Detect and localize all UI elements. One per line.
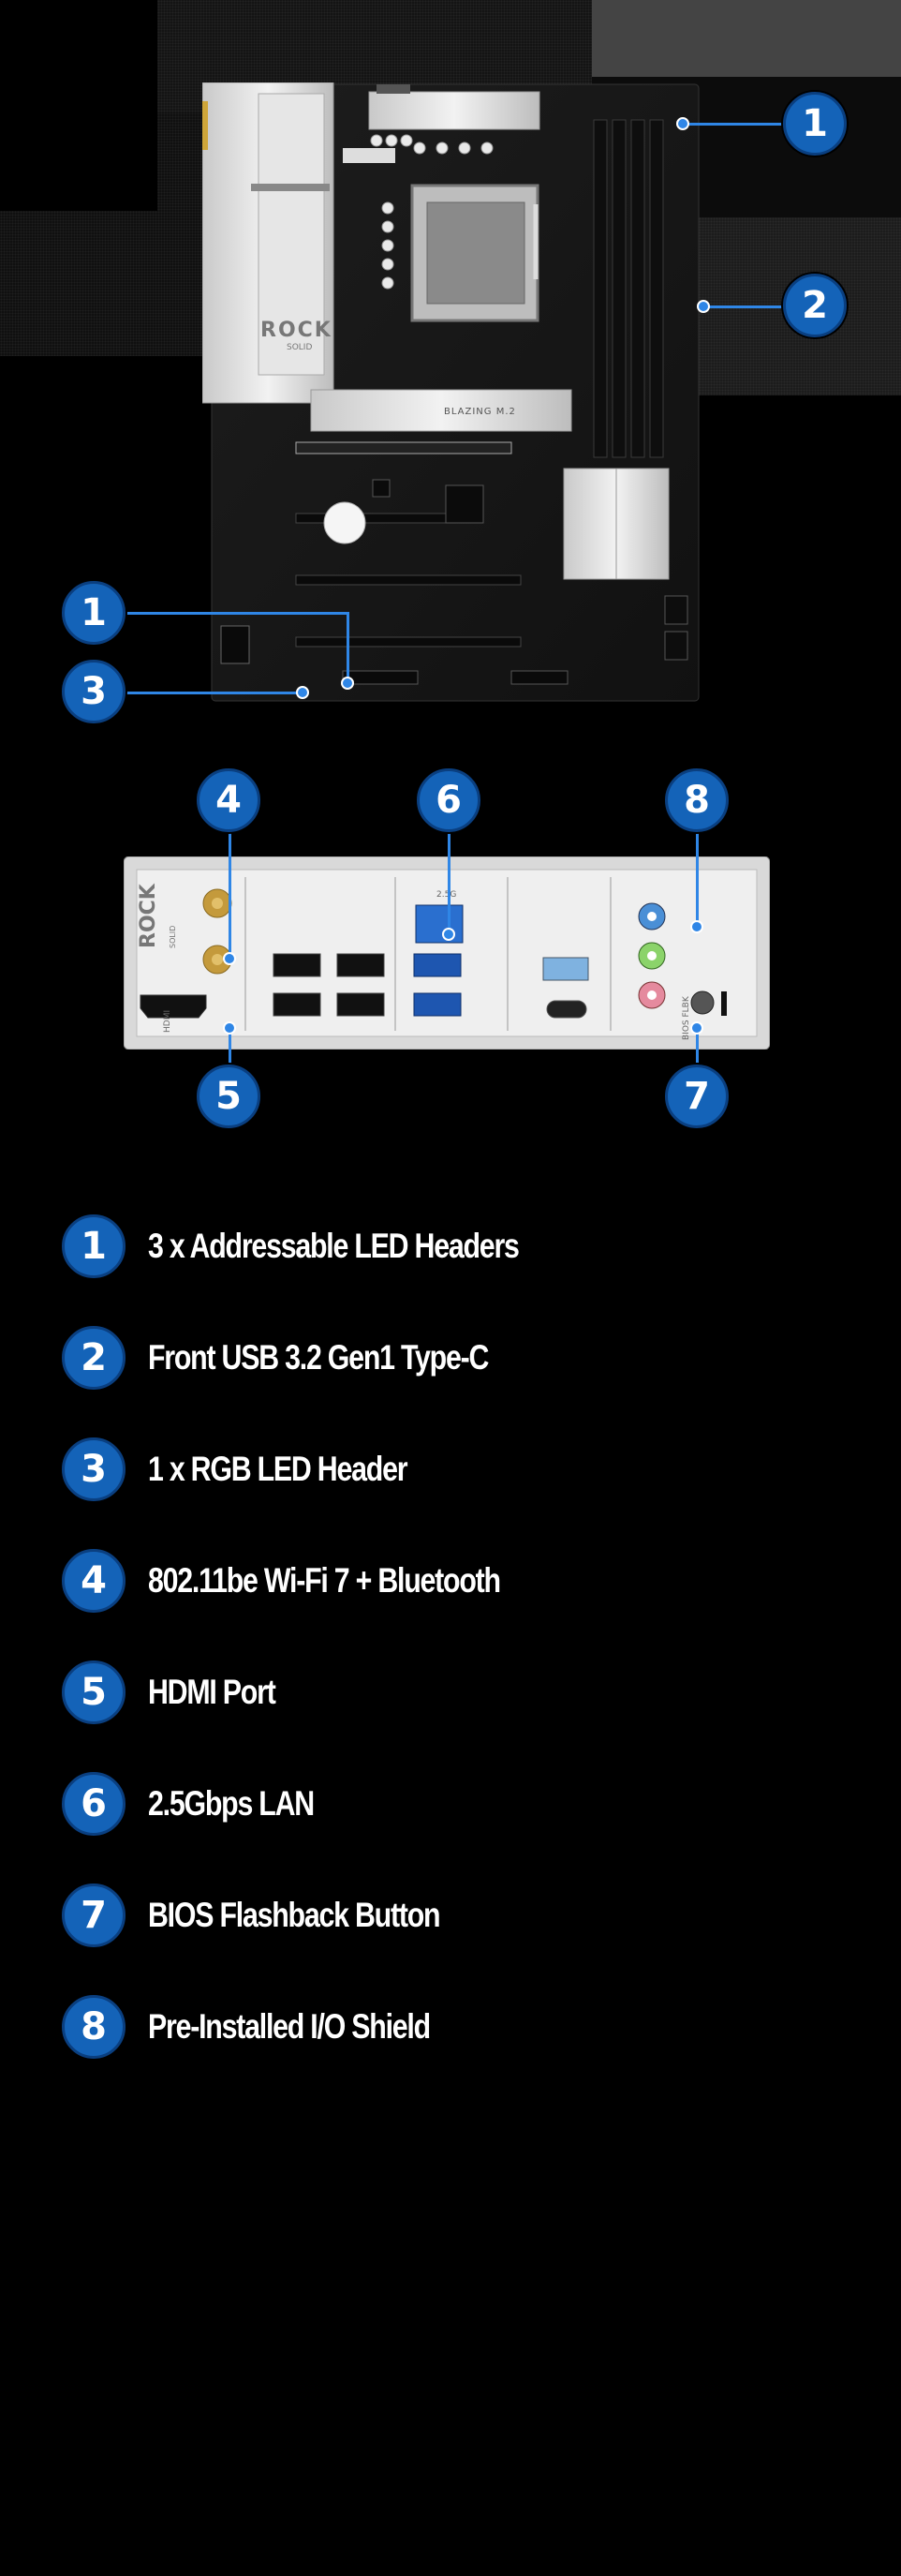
callout-badge-1-top: 1 <box>783 92 847 156</box>
feature-label: 2.5Gbps LAN <box>148 1784 315 1823</box>
callout-badge-6: 6 <box>417 768 480 832</box>
feature-label: Pre-Installed I/O Shield <box>148 2007 431 2046</box>
feature-row: 2 Front USB 3.2 Gen1 Type-C <box>62 1326 563 1390</box>
callout-1-top-dot <box>676 117 689 130</box>
feature-label: BIOS Flashback Button <box>148 1896 441 1934</box>
callout-badge-3: 3 <box>62 660 126 723</box>
callout-badge-5: 5 <box>197 1065 260 1128</box>
feature-number-badge: 6 <box>62 1772 126 1836</box>
callout-badge-7: 7 <box>665 1065 729 1128</box>
io-brand-sub: SOLID <box>169 925 177 948</box>
feature-label: 802.11be Wi-Fi 7 + Bluetooth <box>148 1561 501 1600</box>
motherboard-brand-mark: ROCK <box>260 319 332 342</box>
io-panel-image: ROCK SOLID HDMI 2.5G BIOS FLBK <box>123 856 771 1050</box>
callout-badge-2: 2 <box>783 274 847 337</box>
feature-number-badge: 5 <box>62 1660 126 1724</box>
bg-square-top-right <box>592 0 901 77</box>
callout-3-dot <box>296 686 309 699</box>
callout-5-lead <box>229 1027 231 1080</box>
callout-4-dot <box>223 952 236 965</box>
feature-label: Front USB 3.2 Gen1 Type-C <box>148 1338 489 1377</box>
feature-number-badge: 7 <box>62 1884 126 1947</box>
callout-1-bottom-lead <box>126 612 348 615</box>
feature-label: HDMI Port <box>148 1673 276 1711</box>
feature-label: 3 x Addressable LED Headers <box>148 1227 520 1265</box>
callout-6-lead <box>448 832 450 933</box>
feature-number-badge: 3 <box>62 1437 126 1501</box>
bg-square-black-left <box>0 0 157 211</box>
callout-6-dot <box>442 928 455 941</box>
callout-8-dot <box>690 920 703 933</box>
feature-row: 3 1 x RGB LED Header <box>62 1437 464 1501</box>
m2-heatsink-label: BLAZING M.2 <box>444 407 516 417</box>
motherboard-image: ROCK SOLID BLAZING M.2 <box>200 82 708 703</box>
motherboard-graphic <box>200 82 700 702</box>
callout-5-dot <box>223 1021 236 1035</box>
feature-row: 5 HDMI Port <box>62 1660 303 1724</box>
feature-label: 1 x RGB LED Header <box>148 1450 408 1488</box>
callout-7-lead <box>696 1027 699 1080</box>
callout-8-lead <box>696 832 699 926</box>
motherboard-brand-sub: SOLID <box>287 343 313 352</box>
feature-number-badge: 8 <box>62 1995 126 2059</box>
io-brand-mark: ROCK <box>137 884 160 948</box>
callout-badge-4: 4 <box>197 768 260 832</box>
callout-1-top-lead <box>684 123 789 126</box>
callout-7-dot <box>690 1021 703 1035</box>
feature-row: 1 3 x Addressable LED Headers <box>62 1214 600 1278</box>
io-bios-label: BIOS FLBK <box>682 996 691 1040</box>
callout-1-bottom-lead-vertical <box>347 612 349 681</box>
feature-number-badge: 4 <box>62 1549 126 1613</box>
feature-number-badge: 2 <box>62 1326 126 1390</box>
callout-4-lead <box>229 832 231 956</box>
feature-row: 6 2.5Gbps LAN <box>62 1772 350 1836</box>
callout-3-lead <box>126 692 303 694</box>
callout-2-lead <box>704 305 789 308</box>
feature-row: 8 Pre-Installed I/O Shield <box>62 1995 492 2059</box>
io-panel-graphic <box>123 856 771 1050</box>
io-hdmi-label: HDMI <box>163 1009 172 1033</box>
callout-1-bottom-dot <box>341 677 354 690</box>
callout-badge-8: 8 <box>665 768 729 832</box>
feature-row: 7 BIOS Flashback Button <box>62 1884 504 1947</box>
io-lan-label: 2.5G <box>436 890 457 900</box>
callout-badge-1-bottom: 1 <box>62 581 126 645</box>
callout-2-dot <box>697 300 710 313</box>
feature-number-badge: 1 <box>62 1214 126 1278</box>
feature-row: 4 802.11be Wi-Fi 7 + Bluetooth <box>62 1549 577 1613</box>
